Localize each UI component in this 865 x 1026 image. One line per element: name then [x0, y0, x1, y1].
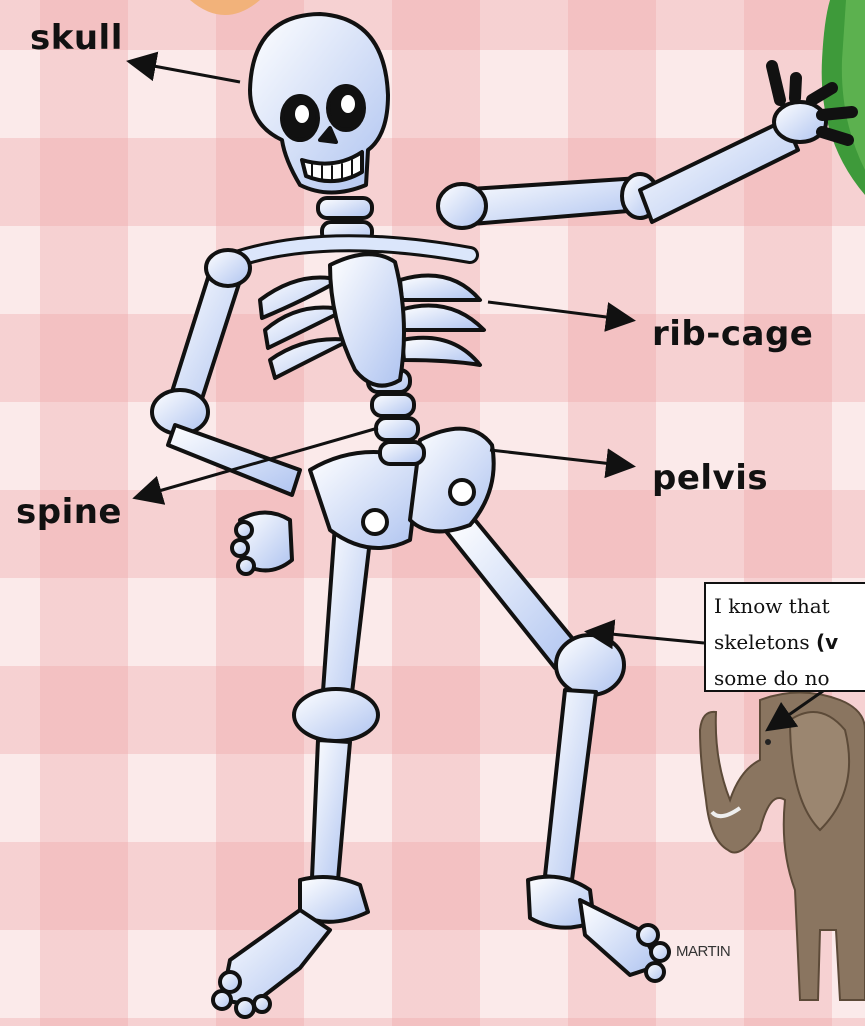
artist-credit: MARTIN	[676, 943, 730, 960]
right-arm	[438, 66, 852, 228]
skull-label: skull	[30, 18, 123, 58]
orange-blob-decoration	[190, 0, 260, 15]
note-line-2-bold: (v	[816, 630, 838, 654]
note-line-3: some do no	[714, 666, 830, 690]
right-leg	[445, 520, 669, 981]
note-line-2-plain: skeletons	[714, 630, 816, 654]
rib-cage-bones	[240, 243, 484, 385]
vertebrate-note-box: I know that skeletons (v some do no	[704, 582, 865, 692]
skull-arrow	[132, 62, 240, 82]
note-line-1: I know that	[714, 594, 830, 618]
spine-label: spine	[16, 492, 122, 532]
rib-cage-arrow	[488, 302, 630, 320]
skeleton	[152, 14, 852, 1017]
left-leg	[213, 525, 378, 1017]
rib-cage-label: rib-cage	[652, 314, 813, 354]
pelvis-label: pelvis	[652, 458, 768, 498]
pelvis-arrow	[490, 450, 630, 466]
skull-bone	[250, 14, 388, 193]
